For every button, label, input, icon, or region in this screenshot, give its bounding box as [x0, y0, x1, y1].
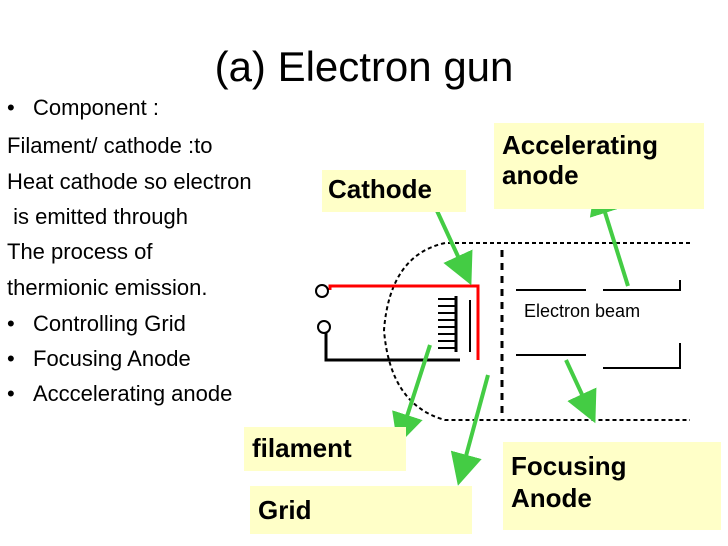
- bullet-focusing-anode: • Focusing Anode: [7, 345, 191, 373]
- accelerating-anode-plate: [603, 280, 681, 291]
- label-filament: filament: [244, 427, 406, 471]
- cathode-wire: [328, 284, 480, 360]
- label-electron-beam: Electron beam: [524, 301, 641, 321]
- bullet-component: • Component :: [7, 94, 159, 122]
- terminal-bottom: [317, 320, 331, 334]
- arrow-focusing-anode: [564, 359, 597, 424]
- page-title: (a) Electron gun: [214, 43, 514, 90]
- bullet-text: Acccelerating anode: [33, 381, 233, 406]
- body-line: is emitted through: [7, 204, 188, 229]
- label-line: anode: [502, 160, 579, 190]
- bullet-text: Focusing Anode: [33, 346, 191, 371]
- bullet-text: Controlling Grid: [33, 311, 186, 336]
- body-line: Heat cathode so electron: [7, 169, 252, 194]
- label-focusing-anode: Focusing Anode: [503, 442, 721, 530]
- bullet-dot: •: [7, 311, 15, 336]
- arrow-grid: [450, 374, 490, 486]
- bullet-text: Component :: [33, 95, 159, 120]
- filament-coil: [438, 296, 471, 352]
- label-line: Focusing: [511, 451, 627, 481]
- body-line: The process of: [7, 239, 153, 264]
- terminal-top: [315, 284, 329, 298]
- bullet-dot: •: [7, 95, 15, 120]
- body-line: Filament/ cathode :to: [7, 133, 213, 158]
- label-grid: Grid: [250, 486, 472, 534]
- label-accelerating-anode: Accelerating anode: [494, 123, 704, 209]
- label-line: Anode: [511, 483, 592, 513]
- accelerating-anode-plate: [603, 343, 681, 369]
- arrow-filament: [392, 344, 432, 446]
- tube-envelope: [382, 242, 690, 421]
- bullet-dot: •: [7, 346, 15, 371]
- grid-wire: [324, 330, 460, 362]
- bullet-controlling-grid: • Controlling Grid: [7, 310, 186, 338]
- body-line: thermionic emission.: [7, 275, 208, 300]
- label-cathode: Cathode: [322, 170, 466, 212]
- bullet-dot: •: [7, 381, 15, 406]
- arrow-cathode: [430, 199, 473, 286]
- label-line: Accelerating: [502, 130, 659, 160]
- bullet-accelerating-anode: • Acccelerating anode: [7, 380, 232, 408]
